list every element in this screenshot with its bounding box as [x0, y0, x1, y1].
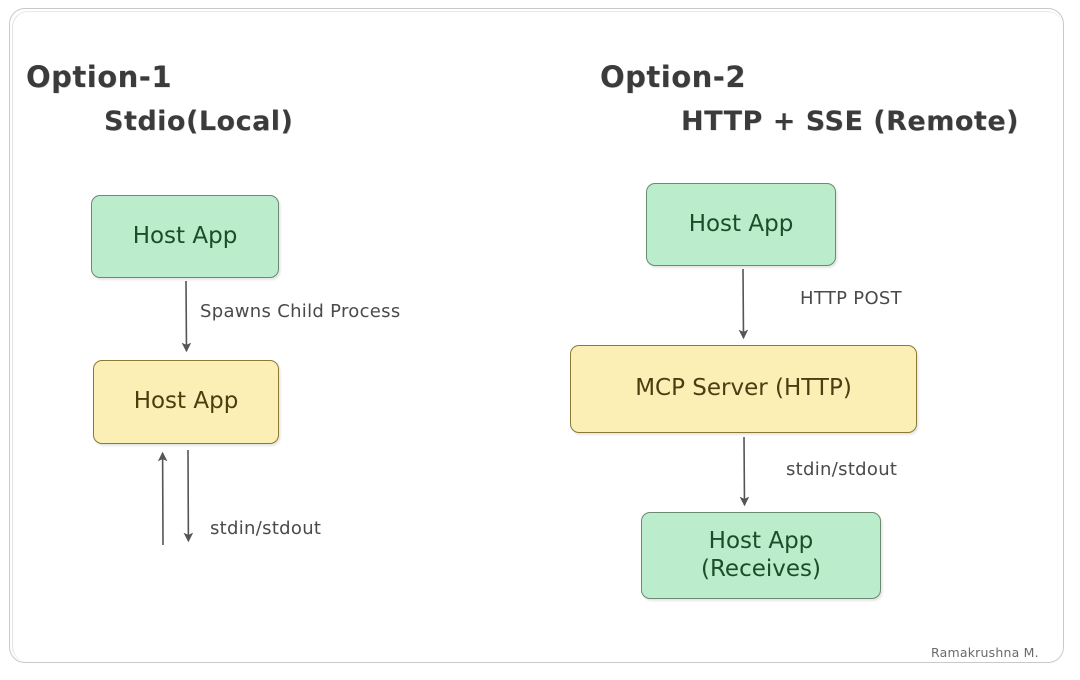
edge-label-stdin-stdout-right: stdin/stdout: [786, 459, 898, 480]
node-right-mcp-server[interactable]: MCP Server (HTTP): [570, 345, 917, 433]
option-2-heading-line1: Option-2: [600, 60, 746, 94]
node-right-host-app[interactable]: Host App: [646, 183, 836, 266]
node-left-host-app[interactable]: Host App: [91, 195, 279, 278]
diagram-frame: [9, 8, 1064, 663]
edge-label-spawns-child-process: Spawns Child Process: [200, 301, 401, 322]
author-signature: Ramakrushna M.: [931, 645, 1039, 660]
node-right-receives-line1: Host App: [708, 528, 814, 555]
edge-label-http-post: HTTP POST: [800, 288, 902, 309]
option-2-heading-line2: HTTP + SSE (Remote): [681, 106, 1019, 137]
option-1-heading-line2: Stdio(Local): [104, 106, 294, 137]
edge-label-stdin-stdout-left: stdin/stdout: [210, 518, 322, 539]
node-left-server-app[interactable]: Host App: [93, 360, 279, 444]
node-right-receives-line2: (Receives): [701, 555, 821, 582]
option-1-heading-line1: Option-1: [26, 60, 172, 94]
node-right-host-app-receives[interactable]: Host App (Receives): [641, 512, 881, 599]
